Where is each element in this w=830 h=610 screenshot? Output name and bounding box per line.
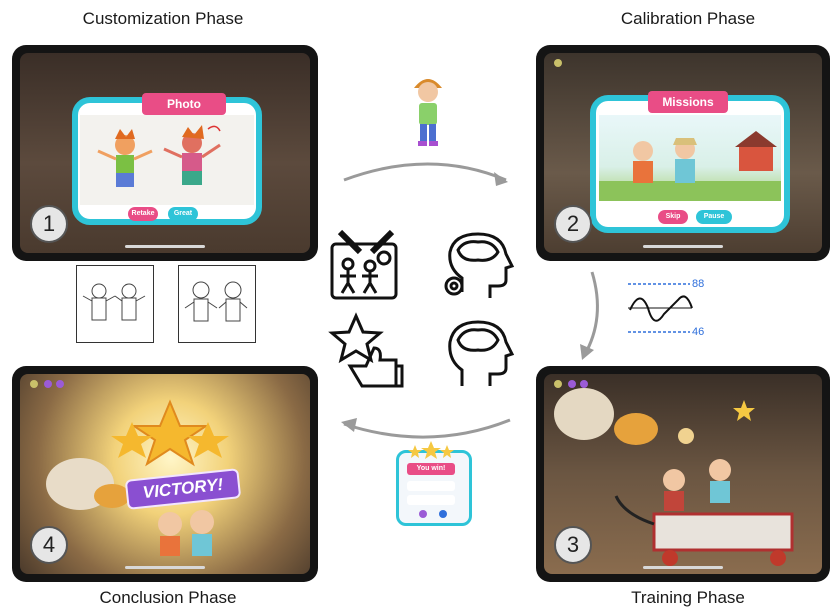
photo-area (80, 115, 254, 205)
great-button[interactable]: Great (168, 207, 198, 221)
brain-head-icon (448, 320, 515, 386)
calibration-screen: Skip Pause Missions 2 (544, 53, 822, 253)
missions-panel: Skip Pause (590, 95, 790, 233)
arrow-customization-to-calibration (343, 162, 507, 182)
training-scene (554, 388, 794, 566)
win-card-title: You win! (407, 463, 455, 475)
drawing-board-icon (330, 229, 398, 300)
missions-ribbon: Missions (648, 91, 728, 113)
home-indicator (643, 245, 723, 248)
arrow-calibration-to-training (582, 271, 599, 357)
arrow-training-to-conclusion (343, 418, 511, 439)
home-indicator (125, 245, 205, 248)
lower-threshold-label: 46 (692, 326, 705, 338)
calibration-phase-title: Calibration Phase (620, 9, 756, 28)
conclusion-tablet: VICTORY! 4 (12, 366, 318, 582)
win-card-stars (408, 441, 454, 459)
win-card: You win! (396, 441, 472, 526)
status-dot (568, 380, 576, 388)
status-dot (44, 380, 52, 388)
kids-drawing-photo (97, 125, 221, 187)
missions-scene (599, 115, 781, 201)
star-thumbs-up-icon (328, 312, 404, 388)
photo-ribbon: Photo (142, 93, 226, 115)
phase-number-2: 2 (554, 205, 592, 243)
training-phase-title: Training Phase (631, 588, 745, 607)
replay-button[interactable] (419, 510, 427, 518)
signal-waveform (629, 295, 693, 322)
arrowhead-bottom (341, 418, 357, 432)
training-screen: 3 (544, 374, 822, 574)
customization-tablet: Retake Great Photo 1 (12, 45, 318, 261)
pause-button[interactable]: Pause (696, 210, 732, 224)
arrowhead-right (580, 344, 594, 360)
skip-button[interactable]: Skip (658, 210, 688, 224)
sketch-outline-kids (184, 281, 248, 322)
training-tablet: 3 (536, 366, 830, 582)
status-dot (30, 380, 38, 388)
calibration-tablet: Skip Pause Missions 2 (536, 45, 830, 261)
phase-number-1: 1 (30, 205, 68, 243)
win-card-row (407, 481, 455, 491)
conclusion-phase-title: Conclusion Phase (99, 588, 237, 607)
status-dot (580, 380, 588, 388)
upper-threshold-label: 88 (692, 278, 705, 290)
customization-screen: Retake Great Photo 1 (20, 53, 310, 253)
status-dot (554, 380, 562, 388)
sketch-template-left (76, 265, 154, 343)
home-indicator (643, 566, 723, 569)
photo-panel: Retake Great (72, 97, 262, 225)
conclusion-screen: VICTORY! 4 (20, 374, 310, 574)
child-avatar-icon (414, 79, 442, 146)
sketch-outline-figures (82, 283, 146, 321)
sketch-template-right (178, 265, 256, 343)
status-dot (554, 59, 562, 67)
phase-number-4: 4 (30, 526, 68, 564)
brain-gear-icon (444, 232, 515, 298)
win-card-row (407, 495, 455, 505)
home-indicator (125, 566, 205, 569)
customization-phase-title: Customization Phase (82, 9, 244, 28)
victory-scene (46, 399, 229, 556)
arrowhead-top (494, 172, 508, 186)
missions-illustration (599, 131, 781, 201)
calibration-signal-plot (628, 283, 693, 333)
status-dot (56, 380, 64, 388)
next-button[interactable] (439, 510, 447, 518)
phase-number-3: 3 (554, 526, 592, 564)
retake-button[interactable]: Retake (128, 207, 158, 221)
